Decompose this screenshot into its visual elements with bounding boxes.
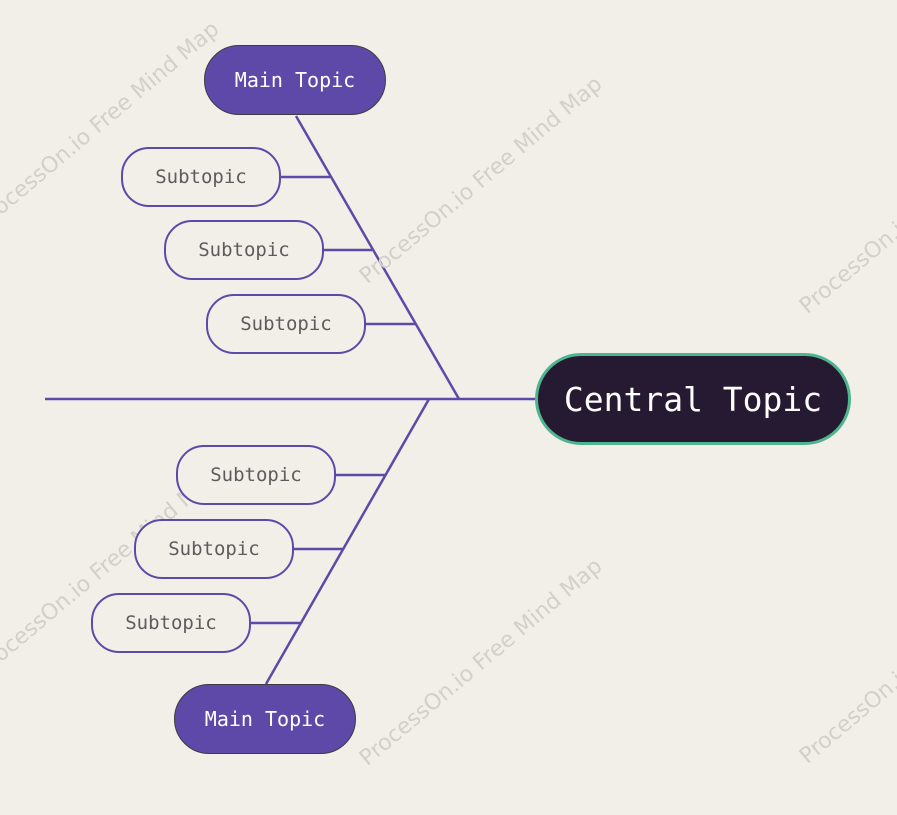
lower-subtopic-2[interactable]: Subtopic (134, 519, 294, 579)
lower-subtopic-3[interactable]: Subtopic (91, 593, 251, 653)
upper-subtopic-2[interactable]: Subtopic (164, 220, 324, 280)
lower-bone (264, 398, 431, 685)
upper-bone (294, 115, 461, 400)
main-topic-upper[interactable]: Main Topic (204, 45, 386, 115)
upper-subtopic-1[interactable]: Subtopic (121, 147, 281, 207)
central-topic[interactable]: Central Topic (535, 353, 851, 445)
lower-subtopic-1[interactable]: Subtopic (176, 445, 336, 505)
main-topic-lower[interactable]: Main Topic (174, 684, 356, 754)
upper-subtopic-3[interactable]: Subtopic (206, 294, 366, 354)
